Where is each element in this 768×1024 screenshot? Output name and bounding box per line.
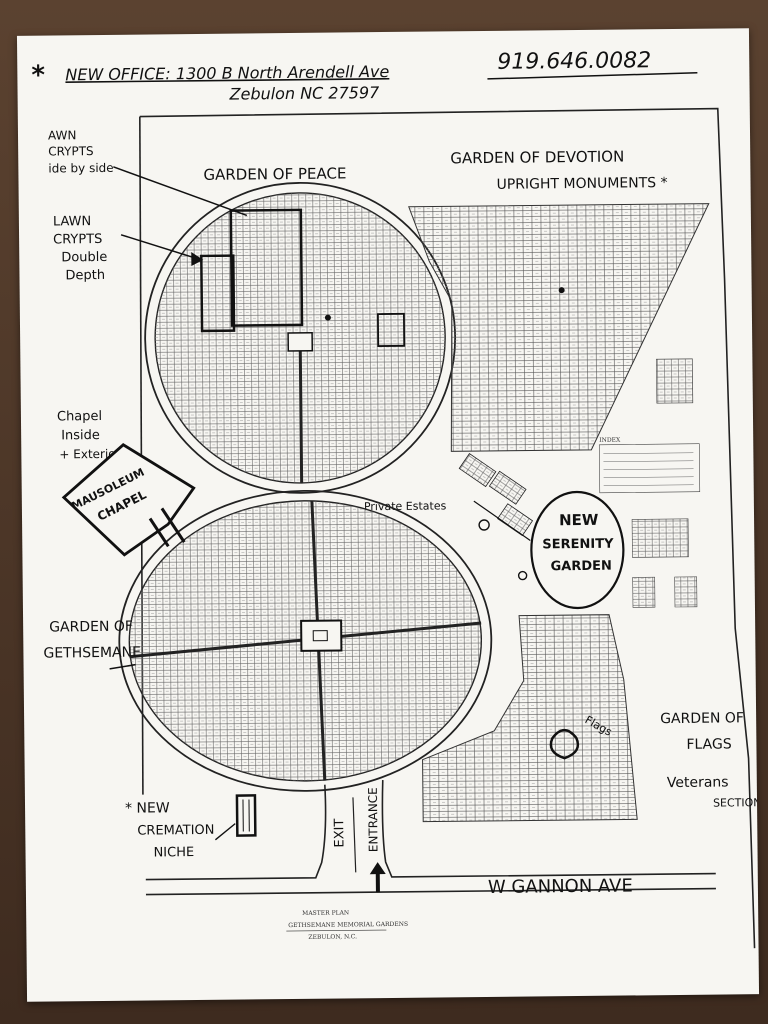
arrow-double-depth [120, 234, 202, 261]
gethsemane-outer-road [118, 489, 493, 792]
lawn-crypts-side-label-2: CRYPTS [48, 144, 94, 158]
cremation-label-2: CREMATION [137, 823, 214, 839]
lawn-crypts-side-by-side-area [229, 208, 304, 327]
new-serenity-label-1: NEW [559, 511, 599, 529]
entrance-road-right [381, 780, 716, 878]
private-estates-label: Private Estates [364, 499, 447, 513]
property-boundary [139, 107, 756, 949]
flags-feature [549, 728, 580, 760]
peace-center-path [298, 342, 304, 483]
street-edge [145, 887, 716, 896]
entrance-label: ENTRANCE [366, 787, 381, 852]
exit-label: EXIT [332, 818, 347, 847]
veterans-label-1: Veterans [667, 774, 729, 791]
chapel-label-3: + Exterior [59, 447, 120, 462]
phone-underline [487, 71, 698, 80]
footer-master-plan: MASTER PLAN [302, 909, 349, 916]
lawn-crypts-double-label-2: CRYPTS [53, 232, 102, 248]
lawn-crypts-double-label-1: LAWN [53, 214, 91, 229]
lawn-crypts-side-label-3: ide by side [48, 161, 113, 176]
garden-of-peace-label: GARDEN OF PEACE [203, 164, 346, 183]
arrow-gethsemane [109, 663, 136, 670]
paper-sheet: * NEW OFFICE: 1300 B North Arendell Ave … [16, 28, 762, 1002]
arrow-cremation [214, 823, 236, 841]
devotion-center-dot [558, 287, 565, 294]
garden-of-flags-label-2: FLAGS [686, 736, 732, 752]
footer-location: ZEBULON, N.C. [308, 933, 357, 941]
entrance-road-left [145, 784, 327, 881]
new-serenity-label-3: GARDEN [550, 559, 611, 575]
lawn-crypts-side-label-1: AWN [48, 128, 77, 142]
peace-center-feature [287, 332, 314, 352]
cremation-niche-structure [235, 794, 257, 837]
garden-of-devotion-plots [408, 203, 710, 452]
gethsemane-label-2: GETHSEMANE [43, 645, 141, 662]
arrow-double-depth-head [191, 252, 204, 267]
lawn-crypts-double-depth-area [200, 254, 236, 333]
office-address-line: NEW OFFICE: 1300 B North Arendell Ave [65, 62, 389, 84]
chapel-walk-1 [148, 517, 170, 548]
peace-center-dot [324, 314, 331, 321]
new-serenity-label-2: SERENITY [542, 537, 614, 553]
peace-feature-box [376, 312, 406, 348]
footer-cemetery-name: GETHSEMANE MEMORIAL GARDENS [288, 921, 408, 929]
garden-of-flags-plots [422, 614, 638, 823]
garden-of-flags-label-1: GARDEN OF [660, 710, 744, 727]
lawn-crypts-double-label-4: Depth [65, 268, 105, 283]
new-serenity-garden [530, 490, 625, 610]
gethsemane-center-feature [300, 619, 343, 652]
upright-monuments-label: UPRIGHT MONUMENTS * [496, 175, 667, 193]
mausoleum-chapel-building [61, 443, 196, 557]
entrance-arrow-icon [369, 862, 386, 893]
chapel-walk-2 [160, 507, 186, 543]
cremation-label-1: * NEW [125, 800, 170, 816]
office-phone: 919.646.0082 [497, 48, 651, 75]
street-label: W GANNON AVE [488, 875, 633, 898]
gethsemane-label-1: GARDEN OF [49, 619, 133, 636]
chapel-label-1: Chapel [57, 409, 102, 424]
road-center-divider [352, 797, 357, 873]
index-legend: INDEX [598, 358, 701, 608]
private-estates-area [458, 453, 534, 581]
city-line: Zebulon NC 27597 [228, 83, 380, 104]
header-star: * [31, 61, 45, 91]
lawn-crypts-double-label-3: Double [61, 250, 107, 265]
cemetery-master-plan-map: * NEW OFFICE: 1300 B North Arendell Ave … [31, 48, 762, 949]
veterans-label-2: SECTION [713, 796, 759, 810]
garden-of-devotion-label: GARDEN OF DEVOTION [450, 148, 624, 168]
index-title: INDEX [599, 437, 621, 444]
arrow-side-by-side [113, 166, 248, 217]
chapel-label-2: Inside [61, 428, 100, 443]
cremation-label-3: NICHE [153, 845, 194, 860]
